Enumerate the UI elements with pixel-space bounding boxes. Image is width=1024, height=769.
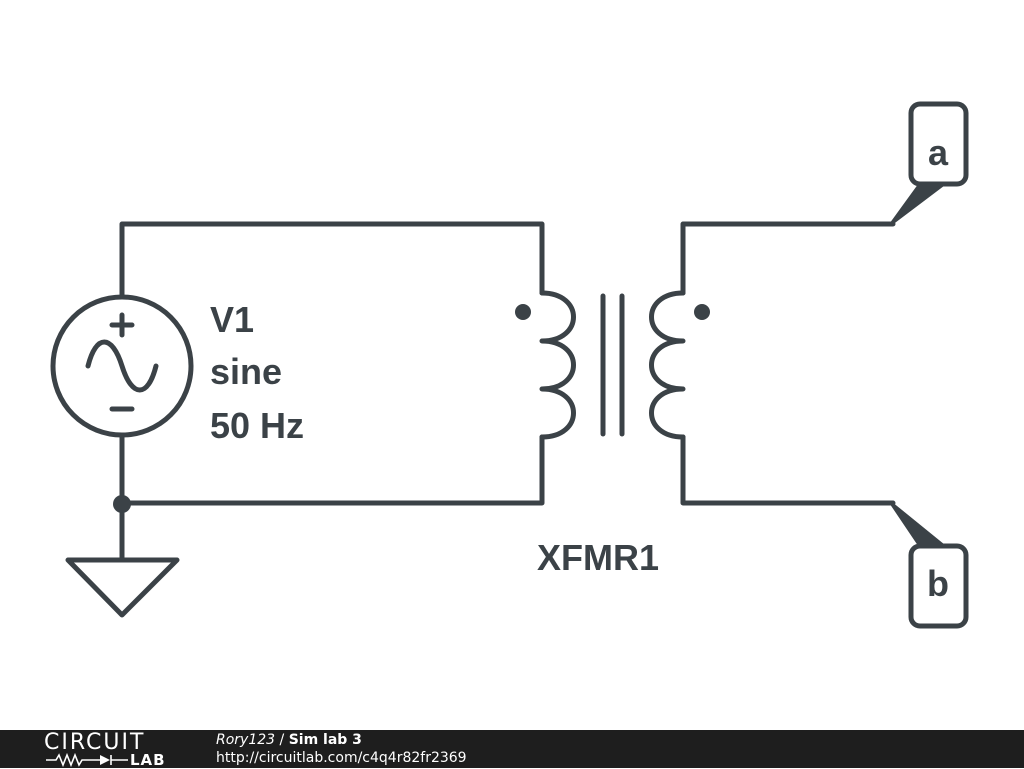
terminal-a-pointer bbox=[889, 182, 946, 226]
circuit-url-link[interactable]: http://circuitlab.com/c4q4r82fr2369 bbox=[216, 750, 467, 766]
transformer-name-label: XFMR1 bbox=[537, 537, 659, 578]
circuit-title[interactable]: Sim lab 3 bbox=[288, 732, 362, 748]
wire-secondary-top bbox=[680, 221, 896, 296]
schematic-canvas: V1 sine 50 Hz XFMR1 a b bbox=[50, 101, 969, 629]
plus-sign-icon bbox=[109, 312, 135, 338]
source-frequency-label: 50 Hz bbox=[210, 405, 304, 446]
footer-separator: / bbox=[275, 732, 289, 748]
resistor-diode-icon bbox=[46, 752, 128, 768]
terminal-a-label: a bbox=[928, 132, 949, 173]
transformer-xfmr1[interactable] bbox=[515, 290, 710, 440]
secondary-polarity-dot bbox=[694, 304, 710, 320]
terminal-b-box[interactable] bbox=[908, 543, 969, 629]
circuitlab-logo-bottom: LAB bbox=[44, 752, 174, 768]
sine-wave-icon bbox=[85, 339, 159, 393]
circuitlab-logo-lab: LAB bbox=[130, 751, 166, 769]
footer-bar: CIRCUIT LAB Rory123 / Sim lab 3 http://c… bbox=[0, 730, 1024, 768]
terminal-b-label: b bbox=[927, 563, 949, 604]
author-link[interactable]: Rory123 bbox=[216, 732, 276, 748]
source-circle bbox=[50, 294, 194, 438]
circuitlab-logo-top: CIRCUIT bbox=[44, 730, 146, 755]
source-name-label: V1 bbox=[210, 299, 254, 340]
terminal-b-pointer bbox=[889, 501, 946, 548]
footer-meta-line: Rory123 / Sim lab 3 bbox=[216, 732, 362, 748]
wire-secondary-bottom bbox=[680, 434, 896, 506]
primary-coil bbox=[539, 290, 576, 440]
voltage-source-v1[interactable] bbox=[50, 294, 194, 438]
junction-dot bbox=[113, 495, 131, 513]
source-type-label: sine bbox=[210, 351, 282, 392]
primary-polarity-dot bbox=[515, 304, 531, 320]
secondary-coil bbox=[649, 290, 686, 440]
wire-source-top bbox=[119, 221, 545, 300]
ground-icon bbox=[65, 557, 180, 618]
wire-source-bottom bbox=[119, 432, 545, 506]
terminal-a-box[interactable] bbox=[908, 101, 969, 187]
